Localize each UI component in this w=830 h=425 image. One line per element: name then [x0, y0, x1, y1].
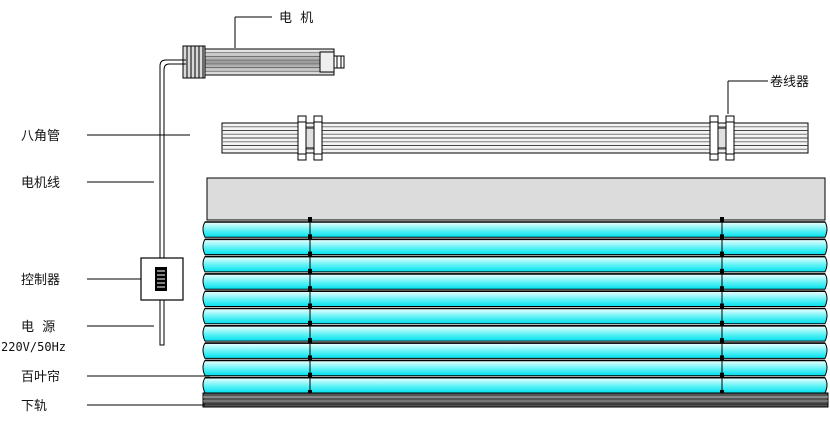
slat — [202, 359, 828, 377]
label-bottom-rail: 下轨 — [21, 399, 47, 414]
cord-marker — [720, 286, 724, 292]
label-winder: 卷线器 — [770, 74, 809, 90]
label-power: 电 源 — [21, 320, 55, 335]
cord-marker — [720, 234, 724, 240]
slat — [202, 290, 828, 307]
cord-marker — [308, 320, 312, 326]
cord-marker — [308, 286, 312, 292]
cord-marker — [720, 217, 724, 222]
slat — [202, 342, 828, 359]
motor — [182, 45, 345, 79]
cord-marker — [308, 217, 312, 222]
cord-marker — [720, 338, 724, 344]
cord-marker — [720, 355, 724, 361]
slat — [202, 221, 828, 238]
winder-left — [297, 115, 323, 161]
slat — [202, 377, 828, 394]
label-octagonal-tube: 八角管 — [21, 129, 60, 144]
slat — [202, 238, 828, 256]
cord-marker — [720, 251, 724, 257]
cord-marker — [308, 234, 312, 240]
label-motor: 电 机 — [279, 11, 313, 26]
slat — [202, 325, 828, 342]
label-power-spec: 220V/50Hz — [1, 340, 66, 354]
cord-marker — [720, 372, 724, 378]
slat — [202, 256, 828, 273]
label-motor-cable: 电机线 — [21, 176, 60, 191]
slat — [202, 273, 828, 290]
cord-marker — [720, 303, 724, 309]
cord-marker — [308, 251, 312, 257]
cord-marker — [308, 338, 312, 344]
motor-cable — [159, 59, 186, 346]
label-controller: 控制器 — [21, 273, 60, 288]
cord-marker — [308, 355, 312, 361]
cord-marker — [720, 268, 724, 274]
ladder-cords — [308, 217, 724, 395]
cord-marker — [308, 372, 312, 378]
label-blinds: 百叶帘 — [21, 369, 60, 385]
bottom-rail — [202, 392, 829, 408]
cord-marker — [308, 303, 312, 309]
slat — [202, 308, 828, 325]
leader-lines — [87, 16, 768, 406]
winder-right — [709, 115, 735, 161]
cord-marker — [720, 320, 724, 326]
blind-slats — [202, 221, 828, 394]
controller-box — [140, 257, 184, 301]
headbox — [206, 177, 826, 221]
cord-marker — [308, 268, 312, 274]
